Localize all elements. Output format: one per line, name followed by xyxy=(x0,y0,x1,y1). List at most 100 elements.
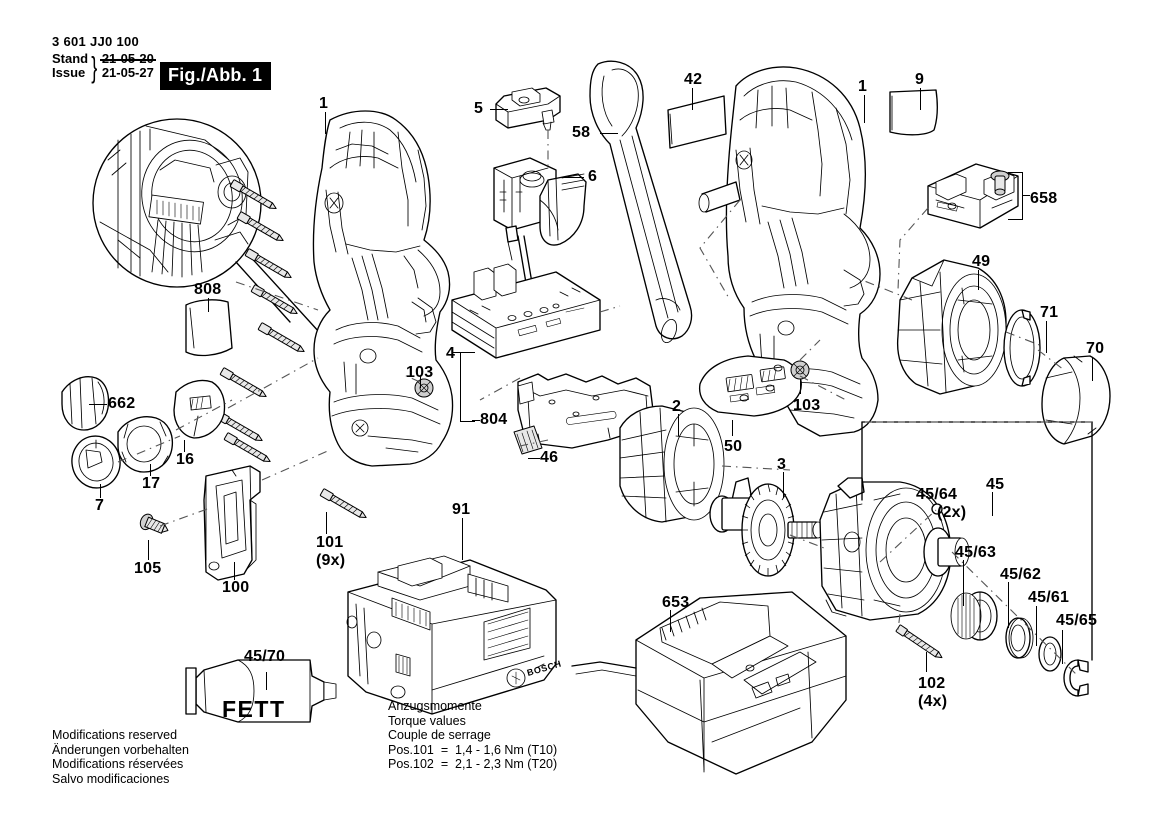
callout-9: 9 xyxy=(915,71,925,88)
callout-808: 808 xyxy=(194,281,222,298)
callout-3: 3 xyxy=(777,456,787,473)
leader-7 xyxy=(100,484,102,498)
pcb-4 xyxy=(451,263,601,359)
callout-45-64: 45/64 xyxy=(916,486,958,503)
callout-102: 102 xyxy=(918,675,946,692)
leader-103-right xyxy=(800,380,802,394)
leader-808 xyxy=(208,298,210,312)
issue-label: Issue xyxy=(52,65,86,80)
assembly-lines xyxy=(117,199,1079,677)
part-number: 3 601 JJ0 100 xyxy=(52,34,140,49)
leader-102 xyxy=(926,652,928,672)
leader-45-61 xyxy=(1036,606,1038,646)
leader-91 xyxy=(462,518,464,560)
housing-right-half xyxy=(698,66,881,437)
leader-1-right xyxy=(864,95,866,123)
rivet-658 xyxy=(990,170,1010,196)
callout--2x-: (2x) xyxy=(937,504,967,521)
figure-badge: Fig./Abb. 1 xyxy=(160,62,272,90)
callout-7: 7 xyxy=(95,497,105,514)
housing-left-half xyxy=(312,110,454,467)
plate-9 xyxy=(889,89,938,136)
bracket-658 xyxy=(1008,172,1023,220)
leader-4 xyxy=(452,352,462,354)
sleeve-46 xyxy=(513,425,543,455)
bracket-4-804 xyxy=(460,352,475,422)
leader-45-65 xyxy=(1062,630,1064,664)
part-45-64 xyxy=(931,503,943,515)
torque-note: Anzugsmomente Torque values Couple de se… xyxy=(388,699,558,772)
callout--9x-: (9x) xyxy=(316,552,346,569)
callout-1: 1 xyxy=(858,78,868,95)
leader-3 xyxy=(783,472,785,498)
callout-16: 16 xyxy=(176,451,195,468)
collar-70 xyxy=(1041,355,1111,445)
grease-tube xyxy=(185,659,337,723)
brace-glyph: } xyxy=(91,49,98,85)
callout-17: 17 xyxy=(142,475,161,492)
leader-42 xyxy=(692,88,694,110)
belt-clip-100 xyxy=(203,465,261,581)
cap-16 xyxy=(173,379,226,439)
washer-45-61 xyxy=(1038,636,1062,672)
plate-808 xyxy=(185,299,233,357)
callout-2: 2 xyxy=(672,398,682,415)
circlip-45-65 xyxy=(1063,659,1089,697)
leader-45-62 xyxy=(1008,582,1010,628)
callout-45-61: 45/61 xyxy=(1028,589,1070,606)
leader-17 xyxy=(150,464,152,476)
leader-662b xyxy=(89,404,107,406)
callout-658: 658 xyxy=(1030,190,1058,207)
screw-105 xyxy=(139,513,169,534)
leader-804 xyxy=(472,420,480,422)
leader-16 xyxy=(184,440,186,452)
callout-45-65: 45/65 xyxy=(1056,612,1098,629)
callout--4x-: (4x) xyxy=(918,693,948,710)
callout-49: 49 xyxy=(972,253,991,270)
callout-42: 42 xyxy=(684,71,703,88)
leader-653 xyxy=(670,610,672,632)
callout-103: 103 xyxy=(406,364,434,381)
leader-58 xyxy=(600,133,618,135)
stand-label: Stand xyxy=(52,51,89,66)
armature-3 xyxy=(709,477,824,577)
callout-70: 70 xyxy=(1086,340,1105,357)
callout-662: 662 xyxy=(108,395,136,412)
leader-103-left xyxy=(420,376,422,388)
snap-ring-71 xyxy=(1003,309,1041,387)
leader-49 xyxy=(978,270,980,290)
ring-45-63 xyxy=(950,591,998,641)
leader-50 xyxy=(732,420,734,436)
leader-5 xyxy=(490,109,508,111)
callout-46: 46 xyxy=(540,449,559,466)
callout-101: 101 xyxy=(316,534,344,551)
nut-103-right xyxy=(790,360,810,380)
callout-103: 103 xyxy=(793,397,821,414)
gearbox-45 xyxy=(819,477,970,621)
grease-tube-text: FETT xyxy=(222,696,286,722)
callout-45: 45 xyxy=(986,476,1005,493)
leader-45-70 xyxy=(266,673,268,689)
callout-91: 91 xyxy=(452,501,471,518)
leader-71 xyxy=(1046,321,1048,353)
leader-45-63 xyxy=(963,560,965,606)
leader-105 xyxy=(148,540,150,560)
leader-70 xyxy=(1092,357,1094,381)
stand-date: 21-05-20 xyxy=(99,51,156,66)
stator-2 xyxy=(619,405,725,523)
callout-5: 5 xyxy=(474,100,484,117)
detail-inset xyxy=(92,118,321,334)
header-block: 3 601 JJ0 100 Stand Issue } 21-05-20 21-… xyxy=(52,34,156,85)
screw-102 xyxy=(895,624,943,659)
callout-45-70: 45/70 xyxy=(244,648,286,665)
callout-45-62: 45/62 xyxy=(1000,566,1042,583)
cap-7 xyxy=(71,435,121,489)
callout-105: 105 xyxy=(134,560,162,577)
callout-653: 653 xyxy=(662,594,690,611)
callout-45-63: 45/63 xyxy=(955,544,997,561)
callout-4: 4 xyxy=(446,345,456,362)
modifications-note: Modifications reserved Änderungen vorbeh… xyxy=(52,728,189,786)
bracket-45-group xyxy=(861,421,1093,661)
battery-91: BOSCH xyxy=(346,555,563,715)
leader-101 xyxy=(326,512,328,534)
